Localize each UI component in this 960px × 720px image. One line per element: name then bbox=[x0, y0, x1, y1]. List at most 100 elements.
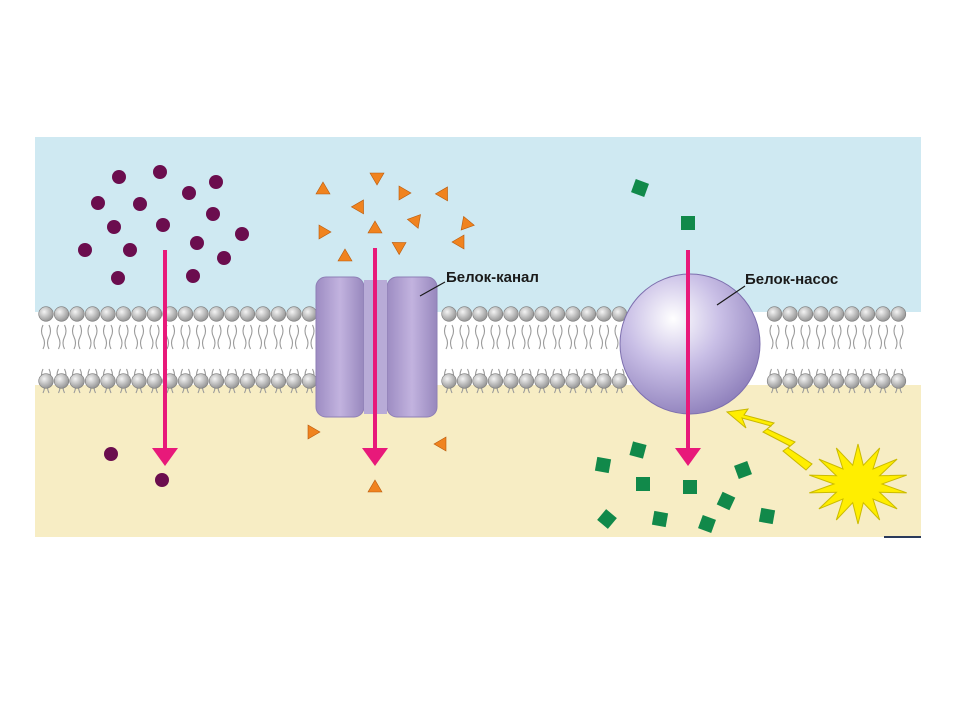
lipid-tail bbox=[542, 324, 548, 350]
lipid-tail bbox=[784, 324, 790, 350]
channel-transported-particles bbox=[307, 172, 475, 493]
lipid-head bbox=[472, 373, 488, 389]
lipid-tail bbox=[217, 324, 222, 350]
lipid-head bbox=[146, 306, 163, 322]
lipid-tail bbox=[248, 324, 253, 350]
arrowhead-active-transport bbox=[675, 448, 701, 466]
green-particle bbox=[597, 509, 617, 529]
lipid-tail bbox=[589, 324, 594, 350]
label-channel-leader bbox=[419, 281, 446, 297]
orange-particle bbox=[460, 215, 475, 231]
lipid-head bbox=[518, 306, 535, 322]
lipid-head bbox=[797, 373, 814, 389]
purple-particle bbox=[133, 197, 147, 211]
lipid-head bbox=[146, 373, 163, 389]
lipid-tail bbox=[93, 324, 98, 350]
lipid-tail bbox=[536, 324, 542, 350]
channel-protein-right-half bbox=[386, 276, 438, 418]
arrowhead-channel-diffusion bbox=[362, 448, 388, 466]
lipid-head bbox=[270, 306, 287, 322]
lipid-head bbox=[596, 306, 612, 322]
lipid-tail bbox=[232, 324, 238, 350]
lipid-tail bbox=[449, 324, 455, 350]
purple-particle bbox=[107, 220, 121, 234]
lipid-tail bbox=[40, 324, 46, 350]
lipid-head bbox=[456, 373, 473, 389]
lipid-tail bbox=[490, 324, 495, 350]
lipid-tail bbox=[257, 324, 263, 350]
lipid-tail bbox=[868, 324, 873, 350]
green-particle bbox=[683, 480, 697, 494]
lipid-head bbox=[100, 373, 116, 389]
lipid-tail bbox=[790, 324, 796, 350]
orange-particle bbox=[318, 224, 332, 240]
orange-particle bbox=[434, 186, 448, 202]
energy-starburst-icon bbox=[809, 443, 907, 525]
purple-particle bbox=[156, 218, 170, 232]
label-channel-protein-text: Белок-канал bbox=[446, 269, 539, 286]
purple-particle bbox=[155, 473, 169, 487]
lipid-tail bbox=[521, 324, 526, 350]
purple-particle bbox=[217, 251, 231, 265]
lipid-head bbox=[596, 373, 612, 389]
lipid-tail bbox=[102, 324, 108, 350]
lipid-head bbox=[131, 373, 147, 389]
green-particle bbox=[636, 477, 650, 491]
lipid-head bbox=[766, 306, 783, 322]
lipid-tail bbox=[133, 324, 139, 350]
lipid-tail bbox=[480, 324, 486, 350]
lipid-tail bbox=[505, 324, 511, 350]
purple-particle bbox=[78, 243, 92, 257]
lipid-head bbox=[611, 373, 628, 389]
green-particle bbox=[594, 456, 612, 474]
lipid-head bbox=[84, 306, 101, 322]
lipid-tail bbox=[263, 324, 269, 350]
lipid-head bbox=[177, 373, 194, 389]
lipid-tail bbox=[583, 324, 588, 350]
phospholipid-bilayer bbox=[38, 306, 907, 394]
lipid-tail bbox=[852, 324, 858, 350]
green-particle bbox=[631, 179, 649, 197]
lipid-head bbox=[131, 306, 147, 322]
orange-particle bbox=[451, 234, 465, 250]
orange-particle bbox=[315, 181, 331, 195]
lipid-tail bbox=[837, 324, 842, 350]
lipid-tail bbox=[893, 324, 898, 350]
lipid-tail bbox=[775, 324, 780, 350]
lipid-head bbox=[797, 306, 814, 322]
purple-particle bbox=[190, 236, 204, 250]
lipid-tail bbox=[800, 324, 805, 350]
orange-particle bbox=[307, 424, 321, 440]
lipid-head bbox=[828, 306, 845, 322]
label-pump-leader bbox=[716, 285, 746, 306]
lipid-head bbox=[518, 373, 535, 389]
purple-particle bbox=[123, 243, 137, 257]
transport-arrows bbox=[152, 248, 701, 466]
lipid-head bbox=[890, 373, 907, 389]
lipid-head bbox=[782, 306, 798, 322]
lipid-head bbox=[177, 306, 194, 322]
orange-particle bbox=[367, 479, 383, 493]
label-channel-protein: Белок-канал bbox=[419, 269, 539, 297]
lipid-head bbox=[534, 373, 550, 389]
lipid-tail bbox=[211, 324, 216, 350]
lipid-head bbox=[534, 306, 550, 322]
lipid-head bbox=[69, 306, 85, 322]
lipid-tail bbox=[124, 324, 129, 350]
lipid-head bbox=[565, 373, 581, 389]
lipid-tail bbox=[195, 324, 201, 350]
pump-transported-particles bbox=[594, 179, 776, 533]
lipid-head bbox=[115, 373, 132, 389]
orange-particle bbox=[369, 172, 385, 186]
purple-particle bbox=[104, 447, 118, 461]
lipid-tail bbox=[883, 324, 889, 350]
green-particle bbox=[698, 515, 716, 533]
lipid-head bbox=[239, 373, 256, 389]
lipid-head bbox=[503, 306, 519, 322]
lipid-head bbox=[549, 373, 566, 389]
purple-particle bbox=[112, 170, 126, 184]
lipid-tail bbox=[288, 324, 294, 350]
green-particle bbox=[758, 507, 776, 525]
lipid-head bbox=[224, 306, 240, 322]
